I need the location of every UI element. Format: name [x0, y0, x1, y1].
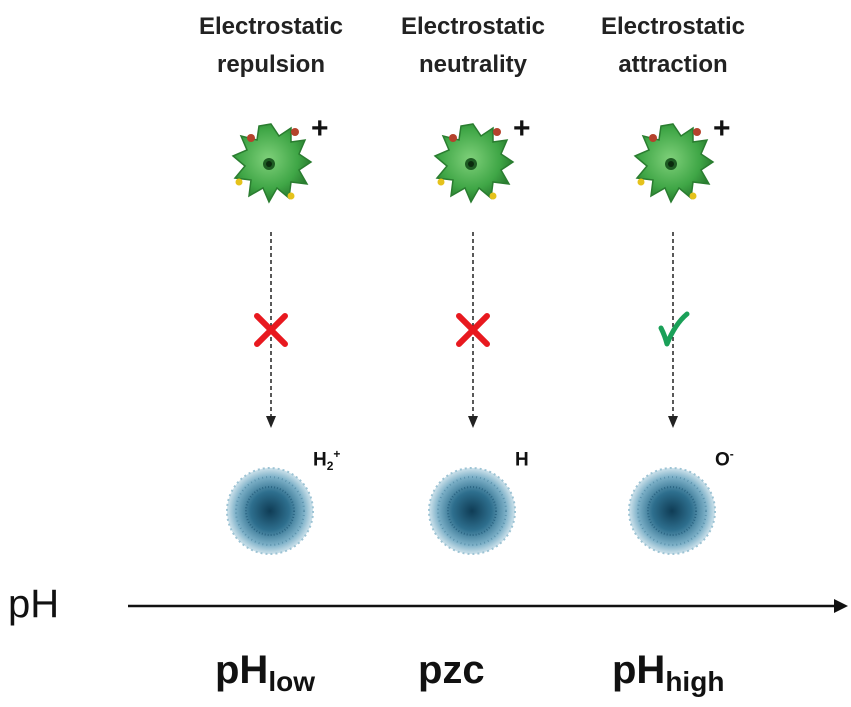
adsorbent-particle-icon	[627, 466, 717, 556]
surface-charge: O-	[715, 447, 734, 471]
heading-line-1: Electrostatic	[600, 13, 746, 40]
axis-tick-label: pzc	[418, 648, 485, 692]
axis-tick-label: pHlow	[215, 648, 315, 697]
heading-line-1: Electrostatic	[198, 13, 344, 40]
virus-icon	[229, 118, 313, 208]
surface-charge: H	[515, 449, 529, 471]
column-repulsion: Electrostatic repulsion + H2+	[151, 0, 391, 560]
column-neutrality: Electrostatic neutrality + H	[353, 0, 593, 560]
heading-line-2: attraction	[618, 51, 728, 78]
axis-label: pH	[8, 582, 60, 626]
heading-line-2: repulsion	[216, 51, 325, 78]
check-icon	[655, 310, 691, 350]
ph-axis-arrow	[128, 599, 848, 613]
virus-charge: +	[513, 112, 531, 145]
virus-icon	[431, 118, 515, 208]
adsorbent-particle-icon	[427, 466, 517, 556]
adsorbent-particle-icon	[225, 466, 315, 556]
column-attraction: Electrostatic attraction + O-	[553, 0, 793, 560]
axis-tick-label: pHhigh	[612, 648, 725, 697]
column-heading: Electrostatic attraction	[553, 8, 793, 84]
virus-icon	[631, 118, 715, 208]
cross-icon	[455, 310, 491, 350]
heading-line-1: Electrostatic	[400, 13, 546, 40]
surface-charge: H2+	[313, 447, 341, 474]
cross-icon	[253, 310, 289, 350]
virus-charge: +	[713, 112, 731, 145]
column-heading: Electrostatic neutrality	[353, 8, 593, 84]
heading-line-2: neutrality	[418, 51, 528, 78]
virus-charge: +	[311, 112, 329, 145]
column-heading: Electrostatic repulsion	[151, 8, 391, 84]
